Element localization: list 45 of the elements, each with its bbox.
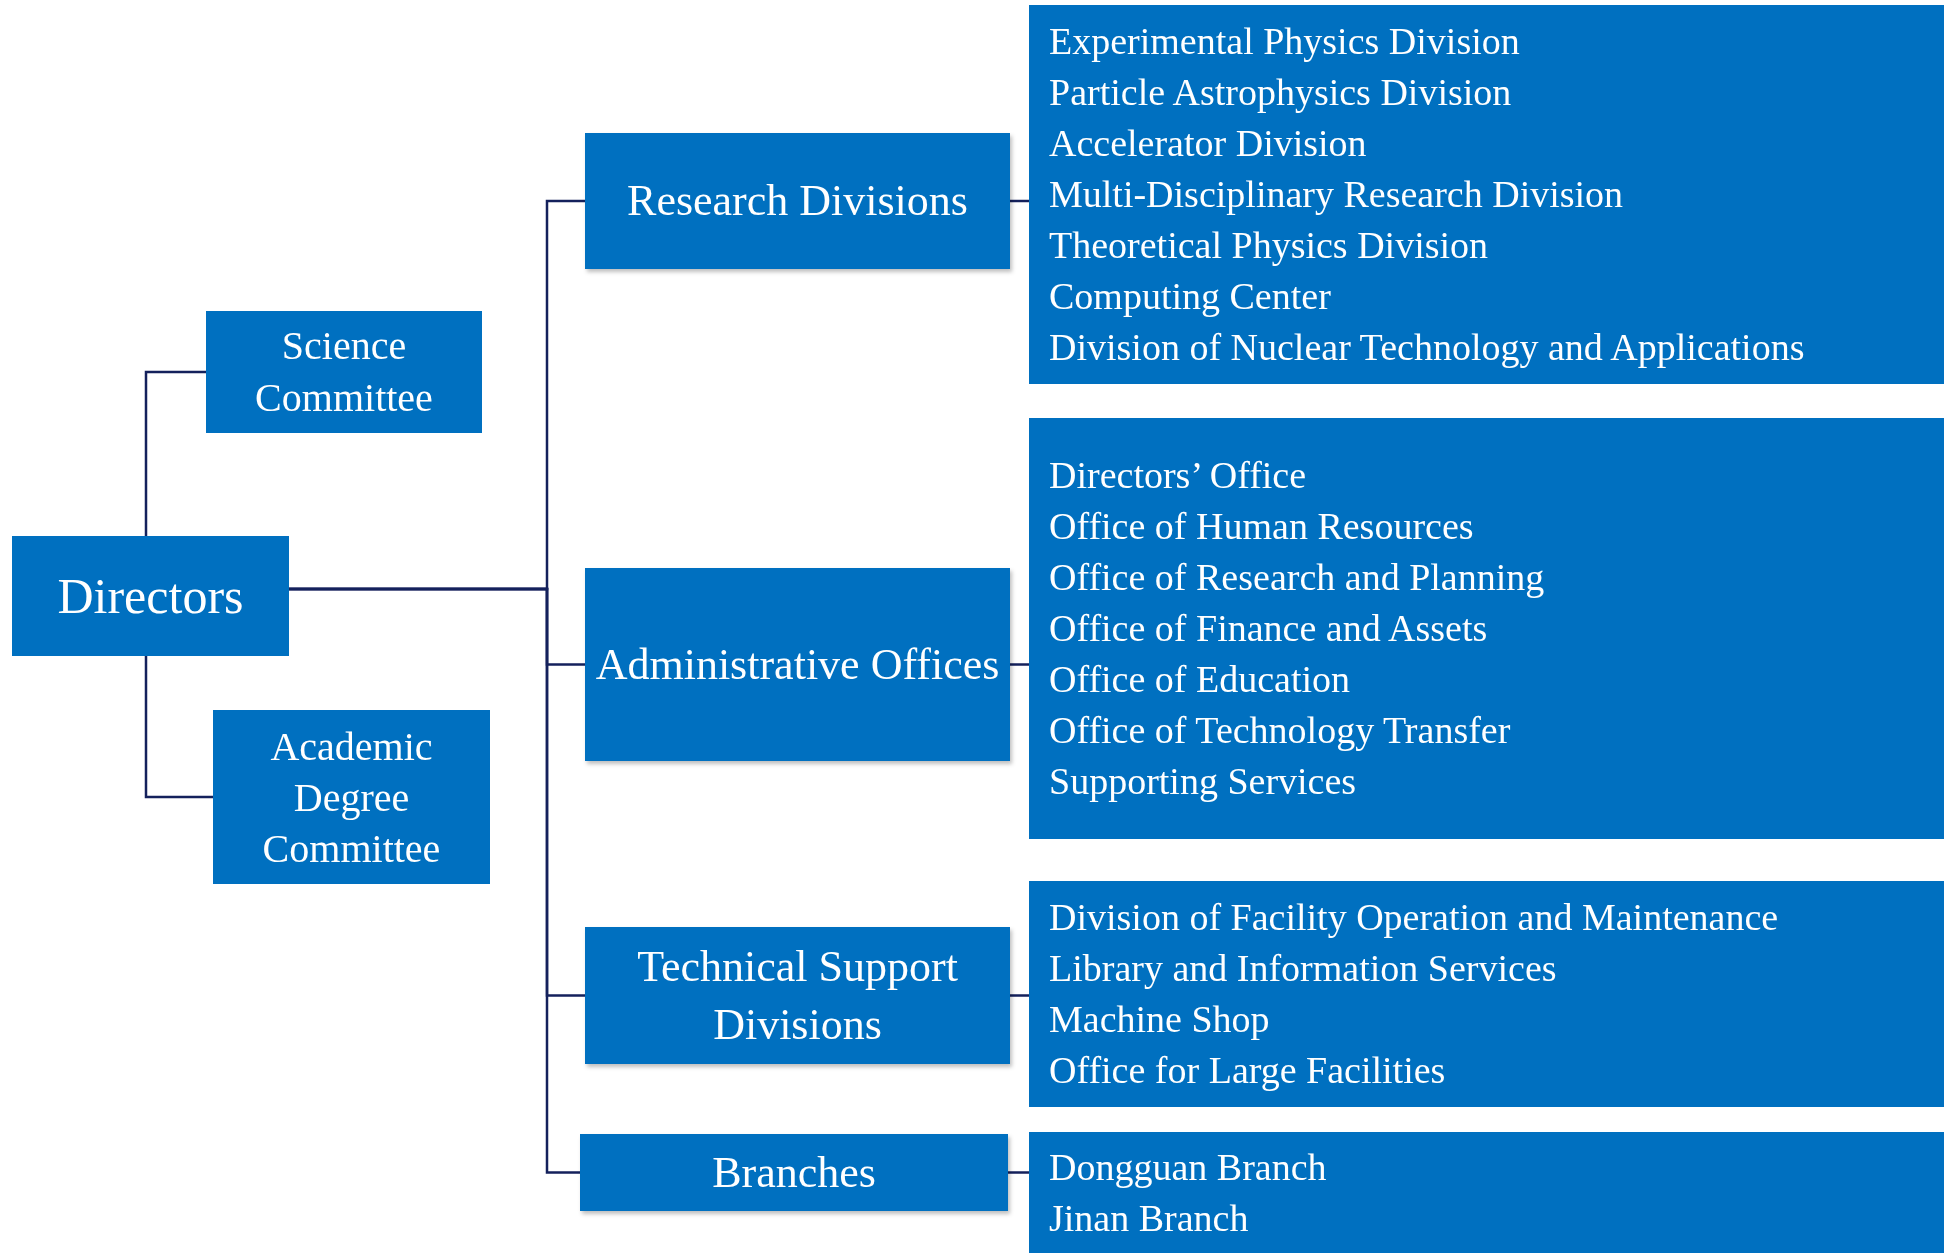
list-item: Division of Facility Operation and Maintenance	[1049, 895, 1779, 940]
box-label: Branches	[712, 1146, 876, 1199]
org-box	[213, 710, 490, 884]
list-panel	[1029, 881, 1944, 1107]
list-item: Experimental Physics Division	[1049, 19, 1520, 64]
list-item: Office for Large Facilities	[1049, 1048, 1446, 1093]
org-box	[580, 1134, 1008, 1211]
connector-line	[144, 370, 206, 536]
box-label: Research Divisions	[627, 175, 968, 227]
list-item: Jinan Branch	[1049, 1195, 1249, 1241]
list-item: Particle Astrophysics Division	[1049, 70, 1512, 115]
org-box	[206, 311, 482, 433]
list-item: Office of Human Resources	[1049, 504, 1474, 549]
list-item: Supporting Services	[1049, 759, 1357, 804]
org-box	[12, 536, 289, 656]
connector-line	[1010, 994, 1029, 997]
list-item: Theoretical Physics Division	[1049, 223, 1489, 268]
list-panel	[1029, 5, 1944, 384]
box-label: Administrative Offices	[595, 638, 1000, 691]
connector-line	[1008, 1171, 1029, 1174]
box-label: Directors	[57, 567, 244, 626]
list-item: Accelerator Division	[1049, 121, 1367, 166]
connector-line	[1010, 199, 1029, 203]
list-item: Directors’ Office	[1049, 453, 1307, 498]
org-box	[585, 927, 1010, 1064]
box-label: Technical Support Divisions	[636, 940, 959, 1051]
org-box	[585, 133, 1010, 269]
list-item: Office of Research and Planning	[1049, 555, 1545, 600]
org-box	[585, 568, 1010, 761]
list-item: Multi-Disciplinary Research Division	[1049, 172, 1624, 217]
box-label: Academic Degree Committee	[261, 722, 442, 873]
list-item: Machine Shop	[1049, 997, 1270, 1042]
list-item: Office of Finance and Assets	[1049, 606, 1488, 651]
list-panel	[1029, 418, 1944, 839]
list-item: Office of Technology Transfer	[1049, 708, 1511, 753]
box-label: Science Committee	[254, 322, 434, 422]
list-panel	[1029, 1132, 1944, 1253]
connector-line	[1010, 663, 1029, 666]
list-item: Dongguan Branch	[1049, 1144, 1327, 1190]
list-item: Division of Nuclear Technology and Applications	[1049, 325, 1805, 370]
connector-line	[289, 587, 580, 1174]
list-item: Library and Information Services	[1049, 946, 1557, 991]
list-item: Office of Education	[1049, 657, 1351, 702]
list-item: Computing Center	[1049, 274, 1331, 319]
connector-line	[144, 656, 213, 799]
